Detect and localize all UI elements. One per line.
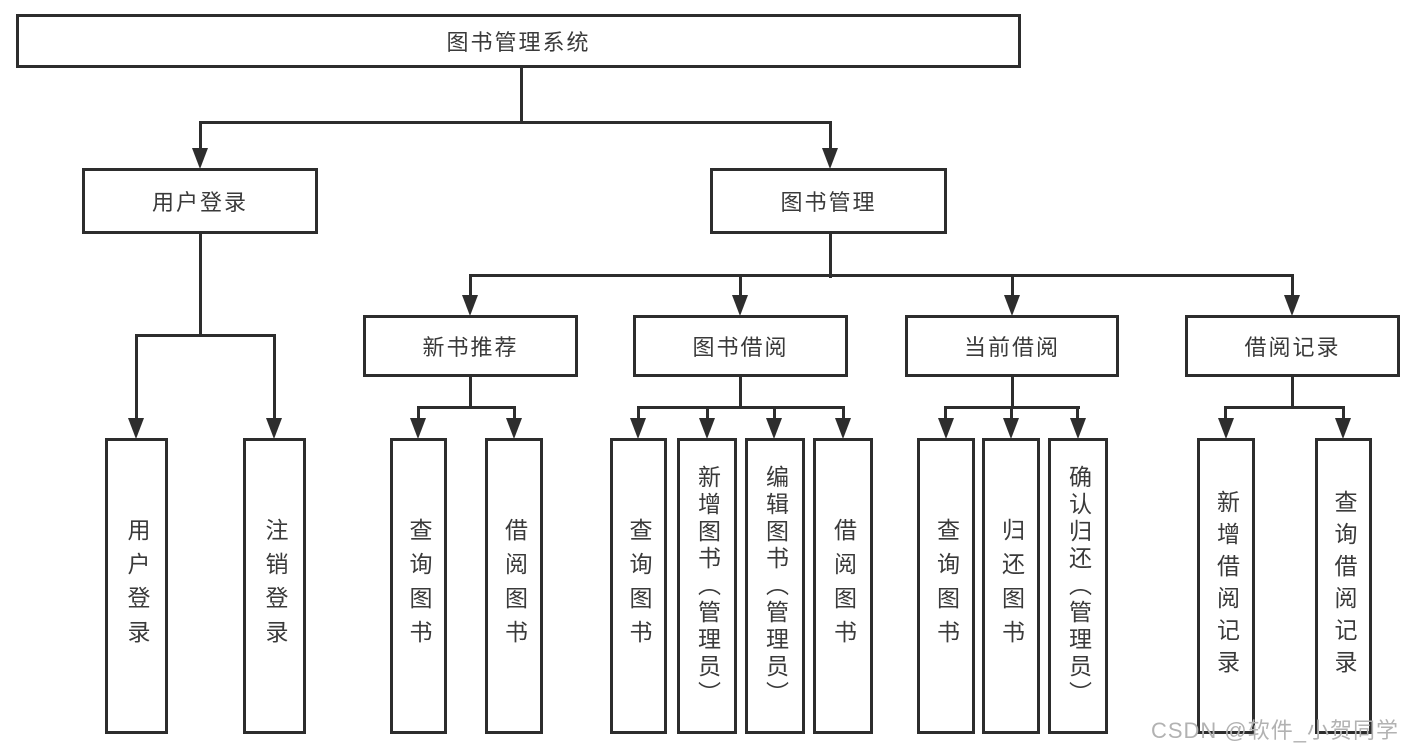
arrow-down-icon [699, 418, 715, 439]
connector-line [1011, 274, 1014, 298]
arrow-down-icon [835, 418, 851, 439]
arrow-down-icon [766, 418, 782, 439]
arrow-down-icon [1004, 295, 1020, 316]
leaf-user-login-label: 用户登录 [124, 518, 150, 654]
node-book-borrow: 图书借阅 [633, 315, 848, 377]
connector-line [842, 406, 845, 420]
connector-line [1011, 375, 1014, 409]
leaf-borrow-books-1-label: 借阅图书 [501, 518, 528, 654]
arrow-down-icon [732, 295, 748, 316]
connector-line [944, 406, 947, 420]
arrow-down-icon [410, 418, 426, 439]
connector-line [706, 406, 709, 420]
connector-line [199, 232, 202, 337]
leaf-add-borrow-record-label: 新增借阅记录 [1213, 490, 1240, 682]
leaf-add-books-admin: 新增图书（管理员） [677, 438, 737, 734]
connector-line [469, 274, 1293, 277]
connector-line [739, 274, 742, 298]
connector-line [513, 406, 516, 420]
node-borrow-records-label: 借阅记录 [1244, 335, 1341, 360]
connector-line [469, 375, 472, 409]
connector-line [829, 121, 832, 151]
connector-line [1291, 375, 1294, 409]
node-root-label: 图书管理系统 [446, 30, 591, 55]
arrow-down-icon [822, 148, 838, 169]
leaf-logout-label: 注销登录 [262, 518, 288, 654]
connector-line [1224, 406, 1227, 420]
connector-line [1291, 274, 1294, 298]
arrow-down-icon [462, 295, 478, 316]
leaf-query-borrow-record-label: 查询借阅记录 [1331, 490, 1357, 682]
leaf-query-borrow-record: 查询借阅记录 [1315, 438, 1372, 734]
arrow-down-icon [938, 418, 954, 439]
leaf-logout: 注销登录 [243, 438, 306, 734]
connector-line [469, 274, 472, 298]
node-root: 图书管理系统 [16, 14, 1021, 68]
node-new-books-label: 新书推荐 [422, 335, 519, 360]
leaf-borrow-books-2: 借阅图书 [813, 438, 873, 734]
leaf-borrow-books-2-label: 借阅图书 [830, 518, 857, 654]
arrow-down-icon [192, 148, 208, 169]
watermark: CSDN @软件_小贺同学 [1150, 718, 1399, 743]
connector-line [273, 334, 276, 420]
connector-line [135, 334, 138, 420]
arrow-down-icon [1070, 418, 1086, 439]
arrow-down-icon [266, 418, 282, 439]
arrow-down-icon [1218, 418, 1234, 439]
connector-line [637, 406, 845, 409]
connector-line [773, 406, 776, 420]
node-current-borrow: 当前借阅 [905, 315, 1119, 377]
arrow-down-icon [1284, 295, 1300, 316]
node-current-borrow-label: 当前借阅 [963, 335, 1060, 360]
leaf-borrow-books-1: 借阅图书 [485, 438, 543, 734]
connector-line [1224, 406, 1345, 409]
leaf-query-books-1-label: 查询图书 [406, 518, 432, 654]
leaf-query-books-3-label: 查询图书 [933, 518, 960, 654]
leaf-return-books: 归还图书 [982, 438, 1040, 734]
leaf-add-books-admin-label: 新增图书（管理员） [694, 464, 721, 708]
connector-line [520, 66, 523, 124]
connector-line [1076, 406, 1079, 420]
node-book-mgmt: 图书管理 [710, 168, 947, 234]
connector-line [739, 375, 742, 409]
node-book-borrow-label: 图书借阅 [692, 335, 789, 360]
leaf-edit-books-admin: 编辑图书（管理员） [745, 438, 805, 734]
node-borrow-records: 借阅记录 [1185, 315, 1400, 377]
connector-line [135, 334, 276, 337]
arrow-down-icon [1003, 418, 1019, 439]
arrow-down-icon [128, 418, 144, 439]
leaf-user-login: 用户登录 [105, 438, 168, 734]
node-new-books: 新书推荐 [363, 315, 578, 377]
leaf-edit-books-admin-label: 编辑图书（管理员） [762, 464, 789, 708]
leaf-query-books-2-label: 查询图书 [626, 518, 652, 654]
leaf-confirm-return-admin-label: 确认归还（管理员） [1065, 464, 1092, 708]
arrow-down-icon [630, 418, 646, 439]
leaf-return-books-label: 归还图书 [998, 518, 1025, 654]
node-user-login: 用户登录 [82, 168, 318, 234]
connector-line [417, 406, 420, 420]
arrow-down-icon [506, 418, 522, 439]
leaf-query-books-1: 查询图书 [390, 438, 447, 734]
connector-line [829, 232, 832, 278]
connector-line [1342, 406, 1345, 420]
connector-line [637, 406, 640, 420]
connector-line [199, 121, 832, 124]
node-user-login-label: 用户登录 [151, 190, 248, 215]
leaf-add-borrow-record: 新增借阅记录 [1197, 438, 1255, 734]
connector-line [417, 406, 516, 409]
connector-line [199, 121, 202, 151]
connector-line [1010, 406, 1013, 420]
arrow-down-icon [1335, 418, 1351, 439]
leaf-confirm-return-admin: 确认归还（管理员） [1048, 438, 1108, 734]
leaf-query-books-3: 查询图书 [917, 438, 975, 734]
leaf-query-books-2: 查询图书 [610, 438, 667, 734]
node-book-mgmt-label: 图书管理 [780, 190, 877, 215]
